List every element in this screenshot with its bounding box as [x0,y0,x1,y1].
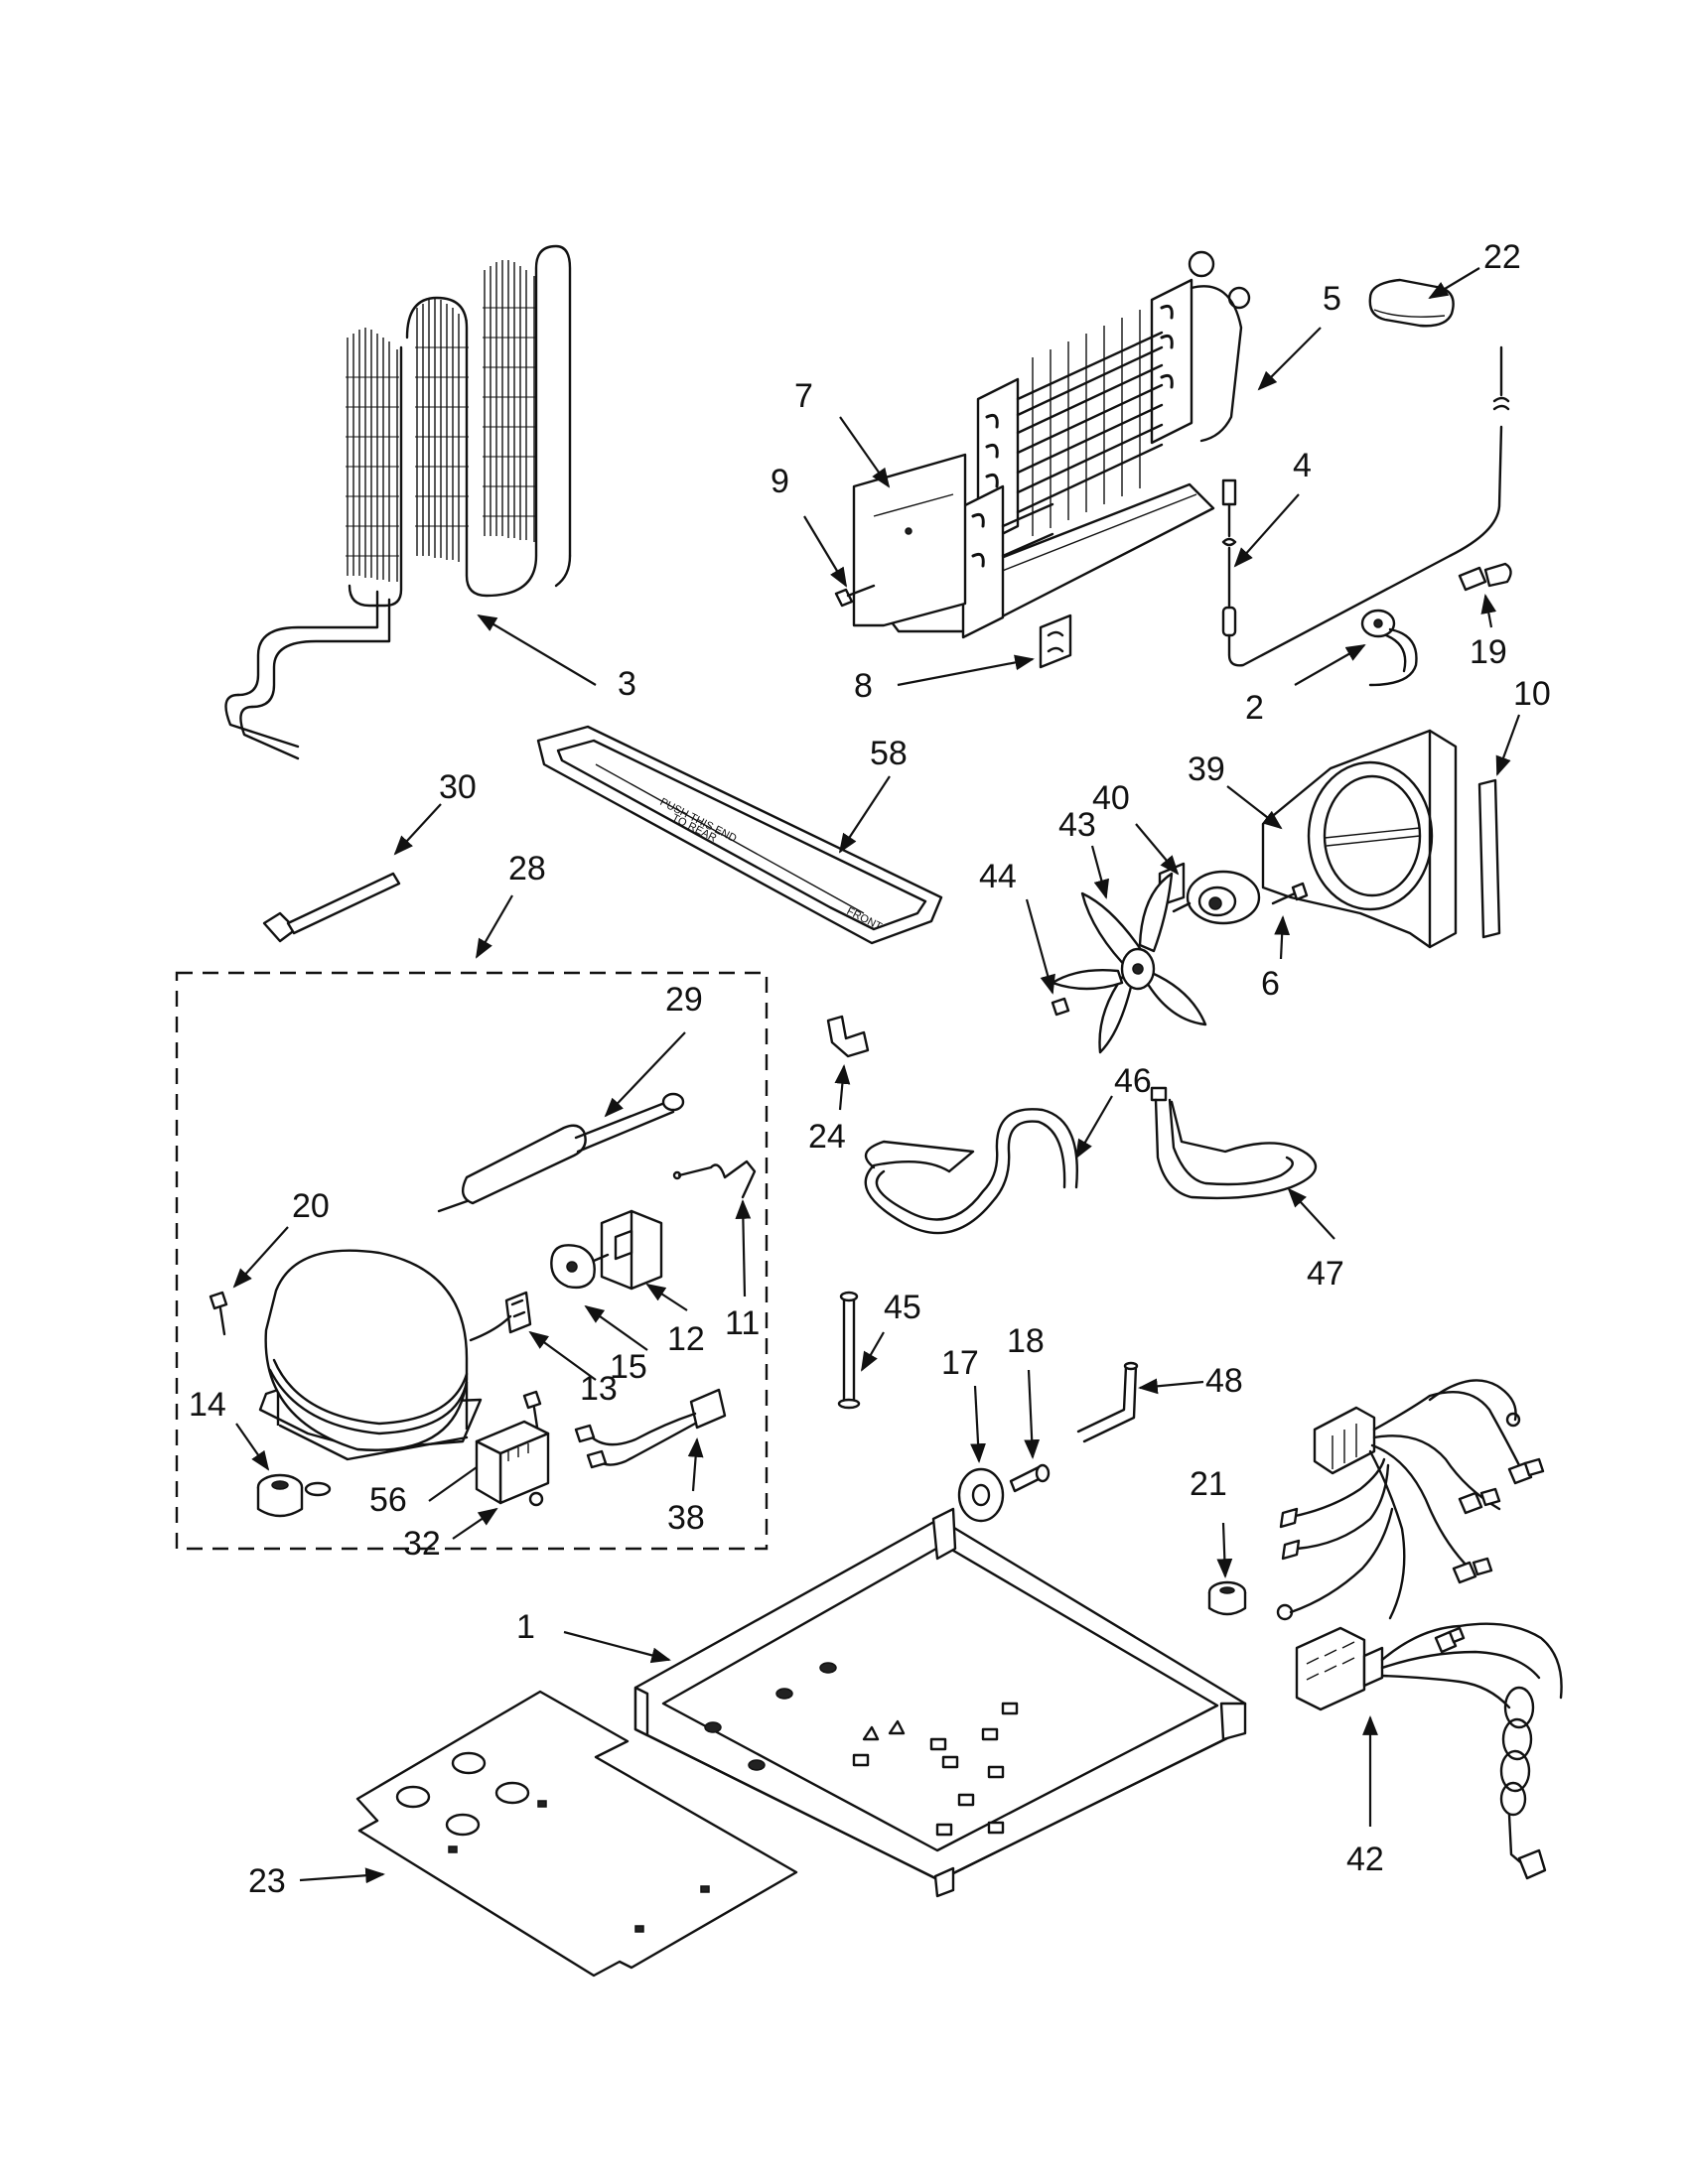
fan-blade: 43 [1051,806,1207,1054]
callout-22: 22 [1483,238,1521,276]
callout-18: 18 [1007,1322,1045,1360]
fan-motor: 40 [1092,779,1261,925]
fan-shroud: 39 [1188,729,1458,949]
evaporator-bracket: 7 [794,377,967,627]
relay-12: 12 [600,1209,705,1358]
callout-3: 3 [618,665,636,703]
callout-32: 32 [403,1525,441,1563]
screw-6: 6 [1261,882,1309,1003]
callout-43: 43 [1058,806,1096,844]
compressor [258,1249,512,1497]
callout-12: 12 [667,1320,705,1358]
main-harness: 42 [1276,1379,1563,1880]
clip-13: 13 [504,1291,618,1408]
callout-15: 15 [610,1348,647,1386]
compressor-kit: 28 [175,850,769,1551]
callout-8: 8 [854,667,873,705]
screw-9: 9 [771,463,876,608]
nut-21: 21 [1190,1465,1247,1616]
callout-48: 48 [1205,1362,1243,1400]
callout-19: 19 [1470,633,1507,671]
wire-11: 11 [672,1160,760,1342]
screw-20: 20 [209,1187,330,1336]
callout-6: 6 [1261,965,1280,1003]
insulation-panel: 23 [248,1690,798,1978]
clip-24: 24 [808,1015,870,1156]
callout-9: 9 [771,463,789,500]
callout-38: 38 [667,1499,705,1537]
cap-22: 22 [1368,238,1521,328]
callout-17: 17 [941,1344,979,1382]
callout-46: 46 [1114,1062,1152,1100]
callout-45: 45 [884,1289,921,1326]
grommet-14: 14 [189,1386,304,1518]
callout-44: 44 [979,858,1017,895]
cable-tie: 30 [262,768,477,943]
callout-5: 5 [1323,280,1341,318]
harness-2: 2 [1245,609,1418,727]
callout-1: 1 [516,1608,535,1646]
condenser: 3 [224,244,636,760]
tube-46: 46 [864,1062,1152,1235]
pin-45: 45 [837,1289,921,1410]
overload-15: 15 [550,1244,648,1386]
drain-tray: PUSH THIS END TO REAR FRONT 58 [536,725,943,945]
clip-8: 8 [854,614,1072,705]
thermostat-sensor: 4 [1221,345,1510,667]
callout-20: 20 [292,1187,330,1225]
callout-14: 14 [189,1386,226,1424]
callout-28: 28 [508,850,546,887]
callout-39: 39 [1188,751,1225,788]
callout-23: 23 [248,1862,286,1900]
callout-4: 4 [1293,447,1312,484]
callout-11: 11 [725,1304,760,1342]
callout-47: 47 [1307,1255,1344,1293]
capacitor-32: 32 [403,1420,550,1563]
callout-56: 56 [369,1481,407,1519]
callout-13: 13 [580,1370,618,1408]
callout-40: 40 [1092,779,1130,817]
callout-7: 7 [794,377,813,415]
tube-48: 48 [1076,1361,1243,1443]
callout-21: 21 [1190,1465,1227,1503]
base-pan: 1 [516,1507,1247,1898]
callout-42: 42 [1346,1841,1384,1878]
callout-29: 29 [665,981,703,1019]
harness-38: 38 [574,1388,727,1537]
strip-10: 10 [1477,675,1551,939]
clip-19: 19 [1458,562,1512,671]
screw-18: 18 [1007,1322,1051,1493]
callout-10: 10 [1513,675,1551,713]
filter-drier: 29 [437,981,703,1213]
callout-30: 30 [439,768,477,806]
callout-24: 24 [808,1118,846,1156]
roller-17: 17 [941,1344,1005,1523]
clip-44: 44 [979,858,1070,1017]
callout-58: 58 [870,735,908,772]
tube-47: 47 [1150,1086,1344,1293]
callout-2: 2 [1245,689,1264,727]
